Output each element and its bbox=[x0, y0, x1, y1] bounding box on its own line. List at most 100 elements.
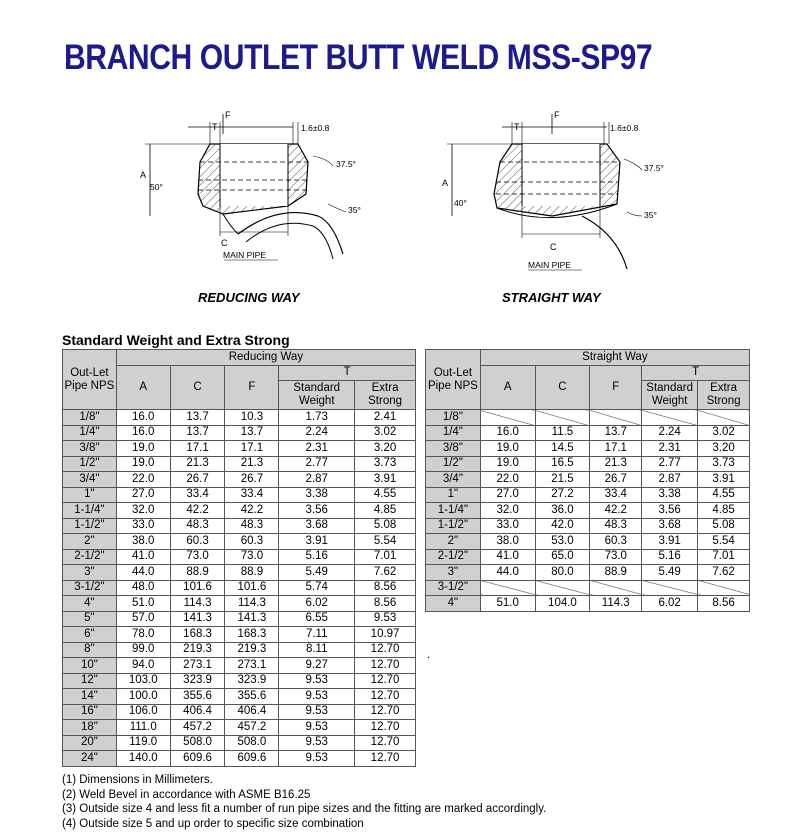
value-cell: 21.3 bbox=[169, 455, 226, 472]
value-cell: 16.0 bbox=[115, 409, 171, 426]
nps-cell: 1" bbox=[425, 486, 481, 503]
value-cell: 73.0 bbox=[589, 548, 643, 565]
value-cell: 12.70 bbox=[354, 672, 416, 689]
stray-dot: . bbox=[427, 647, 431, 661]
value-cell: 16.0 bbox=[479, 424, 536, 441]
value-cell: 406.4 bbox=[169, 703, 226, 720]
value-cell: 5.54 bbox=[354, 533, 416, 550]
value-cell: 38.0 bbox=[115, 533, 171, 550]
nps-cell: 12" bbox=[62, 672, 117, 689]
value-cell bbox=[479, 409, 536, 426]
a-label: A bbox=[442, 178, 448, 188]
value-cell: 21.3 bbox=[224, 455, 280, 472]
value-cell: 3.91 bbox=[641, 533, 699, 550]
t-label: T bbox=[514, 122, 520, 132]
value-cell: 9.53 bbox=[278, 719, 356, 736]
nps-cell: 2-1/2" bbox=[62, 548, 117, 565]
nps-cell: 1-1/4" bbox=[62, 502, 117, 519]
col-f-header: F bbox=[224, 364, 280, 410]
nps-cell: 1/4" bbox=[62, 424, 117, 441]
col-a-header: A bbox=[115, 364, 171, 410]
value-cell: 51.0 bbox=[479, 595, 536, 612]
value-cell: 33.4 bbox=[224, 486, 280, 503]
value-cell: 114.3 bbox=[224, 595, 280, 612]
value-cell: 3.68 bbox=[278, 517, 356, 534]
value-cell: 5.16 bbox=[278, 548, 356, 565]
angle-50-label: 50° bbox=[150, 182, 163, 192]
value-cell: 41.0 bbox=[479, 548, 536, 565]
value-cell: 60.3 bbox=[169, 533, 226, 550]
value-cell: 48.3 bbox=[224, 517, 280, 534]
outlet-header: Out-Let Pipe NPS bbox=[62, 349, 117, 410]
nps-cell: 3-1/2" bbox=[425, 579, 481, 596]
value-cell: 5.49 bbox=[278, 564, 356, 581]
value-cell: 2.87 bbox=[641, 471, 699, 488]
value-cell: 12.70 bbox=[354, 657, 416, 674]
value-cell: 7.01 bbox=[354, 548, 416, 565]
value-cell: 406.4 bbox=[224, 703, 280, 720]
value-cell: 42.2 bbox=[169, 502, 226, 519]
tolerance-label: 1.6±0.8 bbox=[301, 123, 330, 133]
value-cell: 8.56 bbox=[354, 579, 416, 596]
note-4: (4) Outside size 5 and up order to speci… bbox=[62, 817, 364, 830]
value-cell: 60.3 bbox=[224, 533, 280, 550]
value-cell: 17.1 bbox=[169, 440, 226, 457]
col-a-header: A bbox=[479, 364, 536, 410]
col-c-header: C bbox=[534, 364, 591, 410]
nps-cell: 1-1/4" bbox=[425, 502, 481, 519]
value-cell: 41.0 bbox=[115, 548, 171, 565]
value-cell: 17.1 bbox=[224, 440, 280, 457]
f-label: F bbox=[554, 110, 560, 120]
value-cell bbox=[641, 579, 699, 596]
value-cell: 5.08 bbox=[354, 517, 416, 534]
col-xs-header: Extra Strong bbox=[697, 380, 750, 410]
value-cell: 9.53 bbox=[278, 750, 356, 767]
value-cell: 5.08 bbox=[697, 517, 750, 534]
value-cell: 19.0 bbox=[479, 440, 536, 457]
angle-35-label: 35° bbox=[348, 205, 361, 215]
value-cell: 4.85 bbox=[354, 502, 416, 519]
value-cell: 355.6 bbox=[169, 688, 226, 705]
group-header: Reducing Way bbox=[115, 349, 417, 366]
outlet-header: Out-Let Pipe NPS bbox=[425, 349, 481, 410]
main-pipe-label: MAIN PIPE bbox=[528, 260, 571, 270]
value-cell: 3.68 bbox=[641, 517, 699, 534]
value-cell: 36.0 bbox=[534, 502, 591, 519]
col-t-header: T bbox=[278, 364, 416, 381]
value-cell: 103.0 bbox=[115, 672, 171, 689]
value-cell: 12.70 bbox=[354, 688, 416, 705]
value-cell: 219.3 bbox=[224, 641, 280, 658]
angle-40-label: 40° bbox=[454, 198, 467, 208]
value-cell: 141.3 bbox=[169, 610, 226, 627]
value-cell: 457.2 bbox=[169, 719, 226, 736]
value-cell: 19.0 bbox=[479, 455, 536, 472]
value-cell: 13.7 bbox=[589, 424, 643, 441]
value-cell: 2.77 bbox=[278, 455, 356, 472]
value-cell: 19.0 bbox=[115, 455, 171, 472]
main-pipe-label: MAIN PIPE bbox=[223, 250, 266, 260]
note-3: (3) Outside size 4 and less fit a number… bbox=[62, 803, 547, 815]
nps-cell: 16" bbox=[62, 703, 117, 720]
value-cell: 3.73 bbox=[354, 455, 416, 472]
notes: (1) Dimensions in Millimeters. (2) Weld … bbox=[62, 773, 546, 831]
value-cell: 2.31 bbox=[641, 440, 699, 457]
value-cell: 27.0 bbox=[115, 486, 171, 503]
nps-cell: 2-1/2" bbox=[425, 548, 481, 565]
value-cell: 4.55 bbox=[354, 486, 416, 503]
nps-cell: 5" bbox=[62, 610, 117, 627]
